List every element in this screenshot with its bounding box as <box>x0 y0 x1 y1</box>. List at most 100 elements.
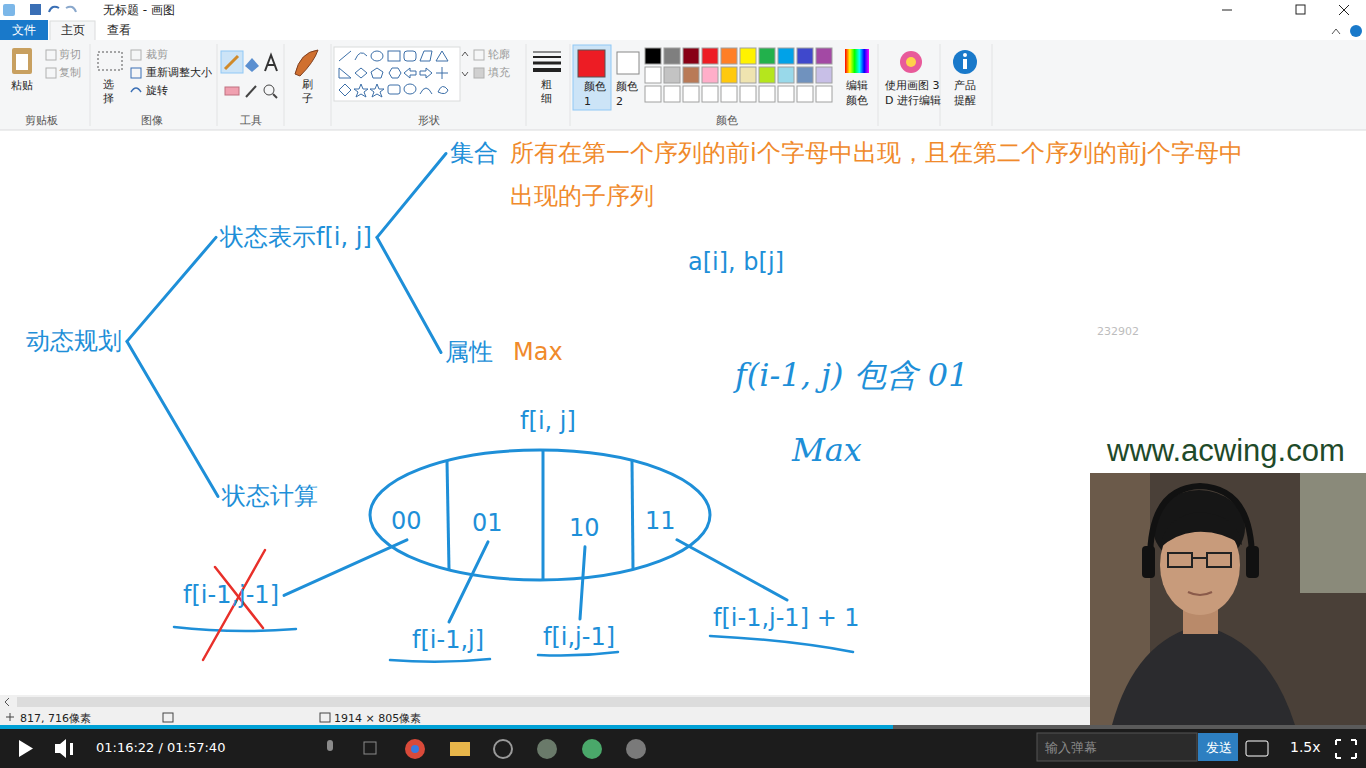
path-shape <box>174 627 296 631</box>
rect-shape <box>721 67 737 83</box>
node-title: 属性 <box>445 338 493 367</box>
line-shape <box>570 44 571 126</box>
rect-shape <box>664 86 680 102</box>
outline-icon <box>474 50 484 60</box>
group-label: 图像 <box>141 114 163 127</box>
rect-shape <box>664 48 680 64</box>
button-label: 选择 <box>103 78 114 107</box>
path-shape <box>1150 486 1252 560</box>
tree-node: 属性 Max <box>441 334 568 371</box>
button-label: 使用画图 3D 进行编辑 <box>885 79 943 109</box>
line-shape <box>217 44 218 126</box>
pencil-icon <box>225 56 238 69</box>
group-label: 形状 <box>418 114 440 127</box>
state-ellipse: f[i, j]00011011 <box>365 405 731 585</box>
tab-label: 文件 <box>12 23 36 37</box>
rect-shape <box>404 51 416 61</box>
node-title: 集合 <box>450 132 498 175</box>
underlines <box>174 627 853 662</box>
rect-shape <box>778 67 794 83</box>
leader-line <box>580 547 585 619</box>
paint3d-icon <box>900 51 922 73</box>
button-label: 粘贴 <box>11 79 33 92</box>
fill-style-icon <box>474 68 484 78</box>
speed-label: 1.5x <box>1290 739 1321 756</box>
rect-shape <box>740 48 756 64</box>
path-shape <box>339 68 351 78</box>
eraser-icon <box>225 87 239 95</box>
cursor-icon <box>6 713 14 721</box>
line-shape <box>533 52 561 53</box>
file-tab <box>0 20 48 40</box>
rect-shape <box>702 86 718 102</box>
rect-shape <box>702 67 718 83</box>
line-shape <box>940 44 941 126</box>
color1-swatch <box>578 50 605 77</box>
rect-shape <box>721 48 737 64</box>
rect-shape <box>759 67 775 83</box>
node-body: Max <box>513 338 563 367</box>
line-shape <box>339 51 351 61</box>
ribbon-border <box>0 130 1366 131</box>
tree-branch <box>377 237 441 352</box>
rect-shape <box>778 86 794 102</box>
rect-shape <box>664 67 680 83</box>
rotate-icon <box>131 88 141 92</box>
button-label: 粗细 <box>541 78 552 107</box>
leader-line <box>284 540 407 596</box>
line-shape <box>273 94 277 98</box>
ellipse-shape <box>371 51 383 61</box>
fill-icon <box>245 58 259 72</box>
node-title: f[i,j-1] <box>543 623 617 652</box>
shape-gallery <box>334 47 460 101</box>
rect-shape <box>740 67 756 83</box>
path-shape <box>355 53 367 60</box>
ellipse-cell: 00 <box>387 503 427 540</box>
tab-label: 主页 <box>61 23 85 37</box>
selection-icon <box>163 713 173 722</box>
cell-divider <box>542 450 545 580</box>
node-body: 所有在第一个序列的前i个字母中出现，且在第二个序列的前j个字母中出现的子序列 <box>510 132 1265 218</box>
path-shape <box>404 68 416 78</box>
cut-icon <box>46 50 56 60</box>
scroll-arrow <box>5 698 9 706</box>
button-label: 旋转 <box>146 84 168 97</box>
leader-line <box>677 540 787 600</box>
line-shape <box>533 56 561 58</box>
progress-played <box>0 725 893 729</box>
button-label: 复制 <box>59 66 81 79</box>
line-shape <box>992 44 993 126</box>
send-button <box>1198 733 1238 761</box>
path-shape <box>371 68 383 78</box>
transition-term: f[i,j-1] <box>539 619 621 656</box>
rect-shape <box>683 67 699 83</box>
brush-icon <box>295 50 318 76</box>
edit-colors-icon <box>845 49 869 73</box>
line-shape <box>878 44 879 126</box>
path-shape <box>420 68 432 78</box>
resize-icon <box>131 68 141 78</box>
taskbar-icon <box>364 742 376 754</box>
rect-shape <box>1207 553 1231 567</box>
path-shape <box>1112 625 1295 725</box>
path-shape <box>420 88 432 94</box>
rect-shape <box>816 86 832 102</box>
line-shape <box>1192 557 1207 559</box>
path-shape <box>436 67 448 79</box>
picker-icon <box>246 86 256 97</box>
gallery-scroll <box>462 52 468 76</box>
node-title: f[i, j] <box>365 407 731 436</box>
rect-shape <box>645 48 661 64</box>
line-shape <box>526 44 527 126</box>
rect-shape <box>645 86 661 102</box>
rect-shape <box>702 48 718 64</box>
rect-shape <box>70 743 73 755</box>
canvas-size-icon <box>320 713 330 722</box>
cell-divider <box>632 461 633 569</box>
taskbar-icon <box>582 739 602 759</box>
close-icon <box>1339 5 1349 15</box>
ellipse-cell: 01 <box>468 505 508 542</box>
transition-term: f[i-1,j-1] <box>179 577 284 614</box>
video-time: 01:16:22 / 01:57:40 <box>96 740 225 756</box>
